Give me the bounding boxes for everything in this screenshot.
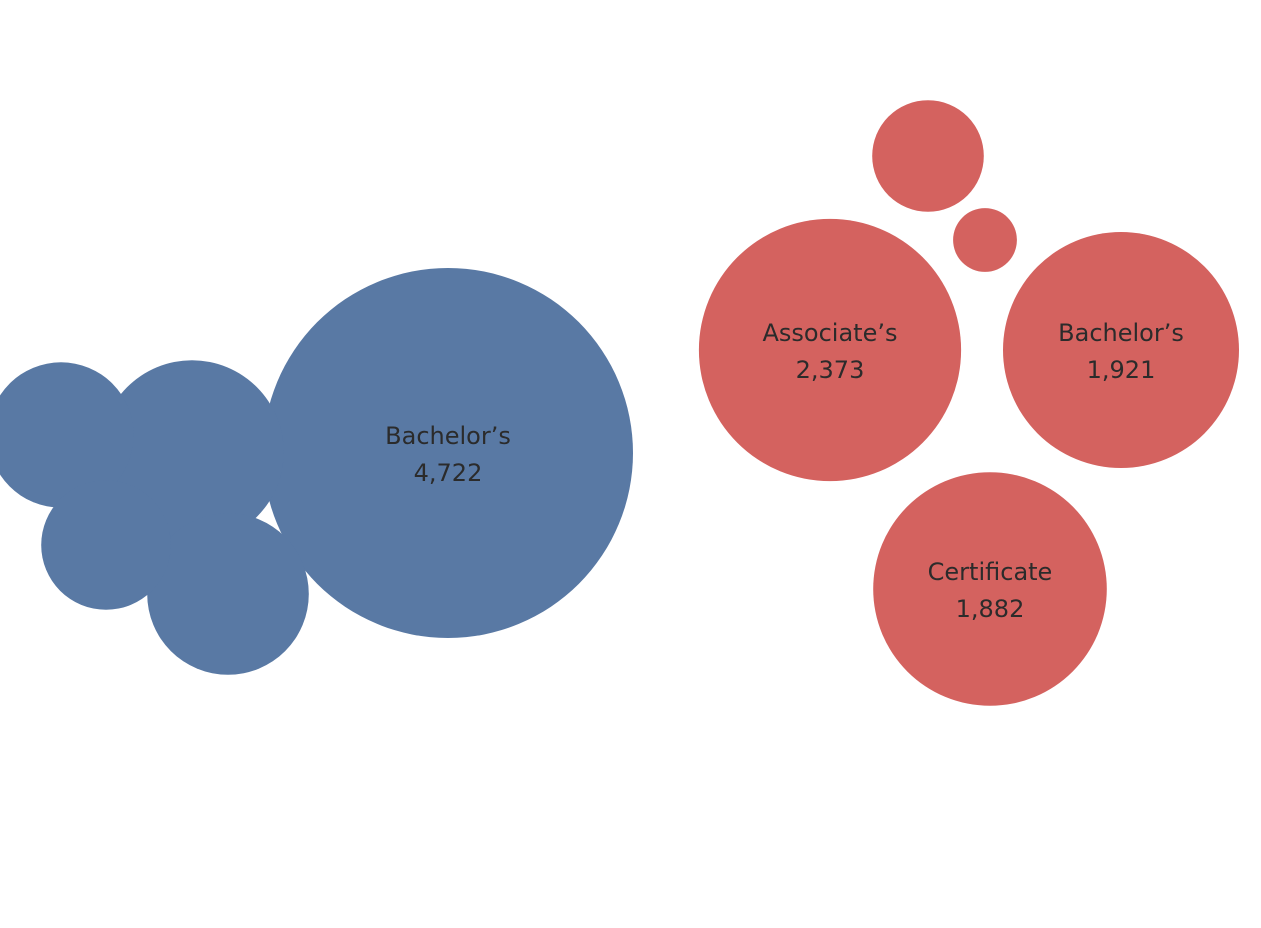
bubble-1-1[interactable] bbox=[263, 268, 633, 638]
bubble-value: 4,722 bbox=[414, 459, 483, 487]
bubble-1-3[interactable] bbox=[147, 513, 309, 675]
bubble-value: 1,882 bbox=[956, 595, 1025, 623]
bubble-value: 2,373 bbox=[796, 356, 865, 384]
bubble-label: Certificate bbox=[928, 558, 1053, 586]
bubble-2-3[interactable] bbox=[873, 472, 1107, 706]
bubble-label: Bachelor’s bbox=[1058, 319, 1184, 347]
bubble-1-4[interactable] bbox=[0, 362, 134, 508]
bubble-label: Associate’s bbox=[763, 319, 898, 347]
bubble-value: 1,921 bbox=[1087, 356, 1156, 384]
bubble-2-5[interactable] bbox=[953, 208, 1017, 272]
bubble-2-4[interactable] bbox=[872, 100, 984, 212]
bubble-2-2[interactable] bbox=[1003, 232, 1239, 468]
bubble-1-5[interactable] bbox=[41, 480, 171, 610]
bubble-group-1: Bachelor’s 4,722 bbox=[0, 268, 633, 675]
bubble-label: Bachelor’s bbox=[385, 422, 511, 450]
bubble-group-2: Associate’s 2,373 Bachelor’s 1,921Certifica… bbox=[698, 100, 1239, 706]
bubble-2-1[interactable] bbox=[698, 218, 962, 482]
